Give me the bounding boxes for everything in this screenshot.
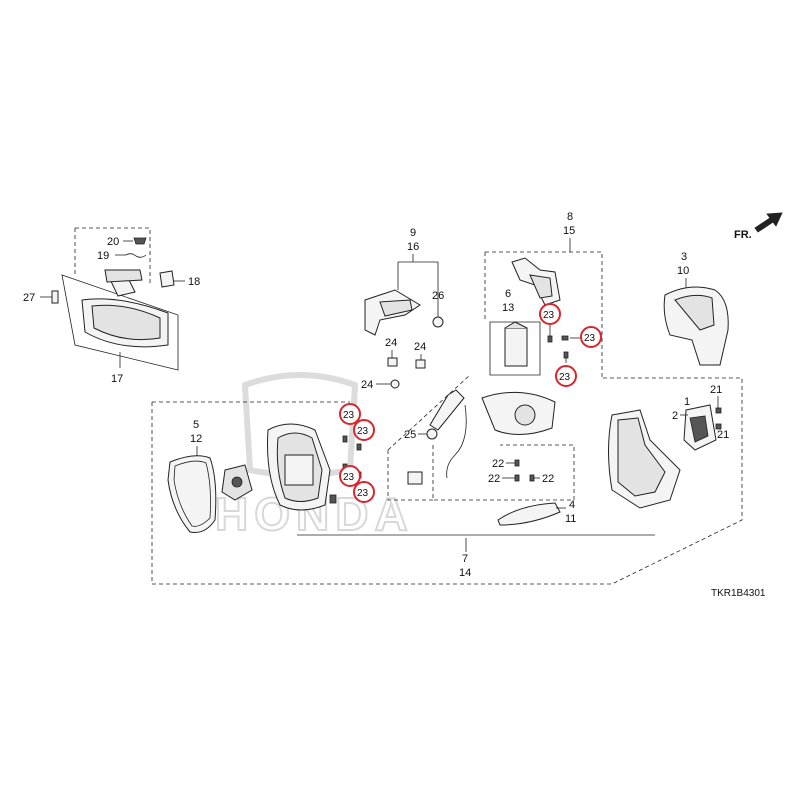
lower-cover-group: 4 11 <box>497 499 576 526</box>
callout-11: 11 <box>565 513 576 525</box>
highlight-ring-23d <box>339 403 361 425</box>
highlight-ring-23a <box>539 303 561 325</box>
highlight-ring-23e <box>353 419 375 441</box>
callout-22a: 22 <box>492 458 504 470</box>
callout-21b: 21 <box>717 429 729 441</box>
callout-23g: 23 <box>357 488 369 499</box>
highlight-ring-23b <box>580 326 602 348</box>
callout-10: 10 <box>677 265 689 277</box>
callout-3: 3 <box>681 251 687 263</box>
callout-25: 25 <box>404 429 416 441</box>
mirror-cap-group: 3 10 <box>663 251 729 366</box>
highlight-ring-23c <box>555 365 577 387</box>
callout-23e: 23 <box>357 426 369 437</box>
mirror-bracket-group: 9 16 26 24 24 24 <box>361 227 444 391</box>
callout-7: 7 <box>462 553 468 565</box>
front-direction-indicator: FR. <box>734 212 783 241</box>
callout-12: 12 <box>190 433 202 445</box>
direction-arrow-icon <box>754 212 783 233</box>
callout-22b: 22 <box>488 473 500 485</box>
callout-9: 9 <box>410 227 416 239</box>
callout-15: 15 <box>563 225 575 237</box>
callout-21a: 21 <box>710 384 722 396</box>
mirror-glass-group: 5 12 <box>167 419 253 533</box>
callout-23d: 23 <box>343 410 355 421</box>
outer-housing-group: 1 2 21 21 <box>608 384 729 509</box>
main-assembly-outline <box>151 377 743 585</box>
callout-24c: 24 <box>361 379 373 391</box>
callout-16: 16 <box>407 241 419 253</box>
callout-19: 19 <box>97 250 109 262</box>
callout-17: 17 <box>111 373 123 385</box>
callout-4: 4 <box>569 499 575 511</box>
mirror-housing <box>267 423 337 511</box>
callout-22c: 22 <box>542 473 554 485</box>
callout-27: 27 <box>23 292 35 304</box>
callout-24b: 24 <box>414 341 426 353</box>
callout-18: 18 <box>188 276 200 288</box>
highlight-ring-23f <box>339 465 361 487</box>
callout-23a: 23 <box>543 310 555 321</box>
rearview-mirror-group: 20 19 18 27 17 <box>23 227 200 385</box>
callout-2: 2 <box>672 410 678 422</box>
callout-13: 13 <box>502 302 514 314</box>
callout-6: 6 <box>505 288 511 300</box>
callout-24a: 24 <box>385 337 397 349</box>
callout-23b: 23 <box>584 333 596 344</box>
callout-8: 8 <box>567 211 573 223</box>
callout-26: 26 <box>432 290 444 302</box>
highlight-ring-23g <box>353 481 375 503</box>
callout-14: 14 <box>459 567 471 579</box>
actuator-cable-group: 25 22 22 22 <box>387 374 575 501</box>
callout-5: 5 <box>193 419 199 431</box>
upper-bracket-group: 8 15 6 13 23 23 23 <box>484 211 603 387</box>
callout-20: 20 <box>107 236 119 248</box>
callout-23c: 23 <box>559 372 571 383</box>
callout-1: 1 <box>684 396 690 408</box>
direction-label: FR. <box>734 229 752 241</box>
diagram-code: TKR1B4301 <box>711 588 766 599</box>
housing-screws: 23 23 23 23 <box>339 403 375 503</box>
callout-23f: 23 <box>343 472 355 483</box>
